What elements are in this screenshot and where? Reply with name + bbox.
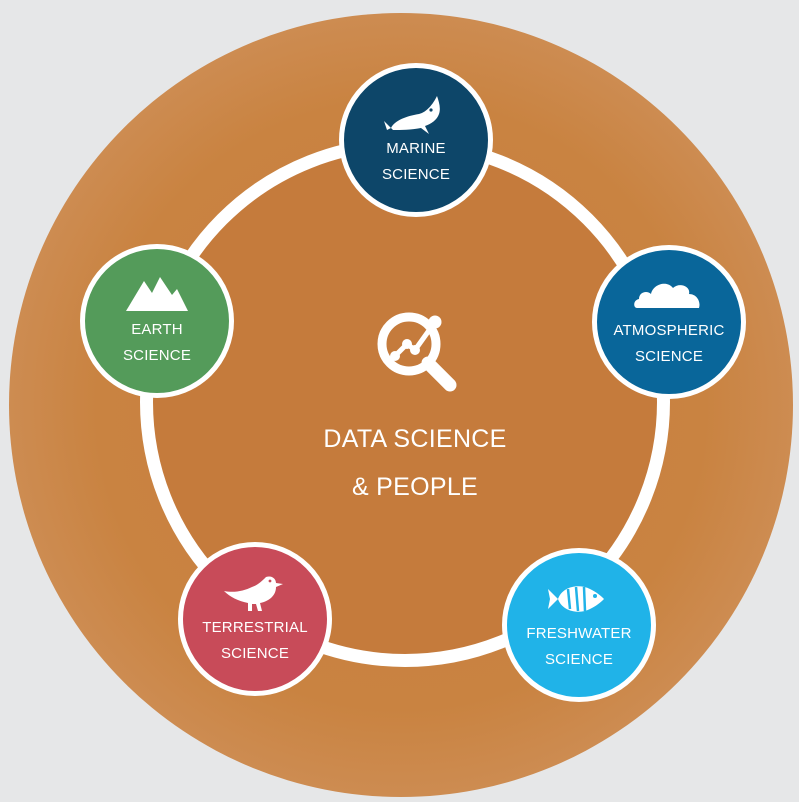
node-freshwater-science: FRESHWATER SCIENCE bbox=[502, 548, 656, 702]
node-marine-label-line2: SCIENCE bbox=[381, 166, 451, 183]
data-analytics-magnifier-icon bbox=[365, 300, 465, 400]
node-earth-science: EARTH SCIENCE bbox=[80, 244, 234, 398]
node-terrestrial-label-line2: SCIENCE bbox=[220, 645, 290, 662]
node-atmospheric-label-line1: ATMOSPHERIC bbox=[613, 322, 725, 339]
bird-icon bbox=[183, 569, 327, 619]
node-earth-label-line1: EARTH bbox=[131, 321, 183, 338]
node-terrestrial-science: TERRESTRIAL SCIENCE bbox=[178, 542, 332, 696]
node-earth-label-line2: SCIENCE bbox=[122, 347, 192, 364]
whale-icon bbox=[344, 90, 488, 140]
node-freshwater-label-line1: FRESHWATER bbox=[526, 625, 632, 642]
node-atmospheric-science: ATMOSPHERIC SCIENCE bbox=[592, 245, 746, 399]
node-freshwater-label-line2: SCIENCE bbox=[544, 651, 614, 668]
node-terrestrial-label-line1: TERRESTRIAL bbox=[202, 619, 308, 636]
node-atmospheric-label-line2: SCIENCE bbox=[634, 348, 704, 365]
cloud-icon bbox=[597, 272, 741, 322]
node-marine-science: MARINE SCIENCE bbox=[339, 63, 493, 217]
center-title-line2: & PEOPLE bbox=[351, 473, 479, 501]
center-title-line1: DATA SCIENCE bbox=[323, 425, 507, 453]
node-marine-label-line1: MARINE bbox=[386, 140, 446, 157]
fish-icon bbox=[507, 575, 651, 625]
mountains-icon bbox=[85, 271, 229, 321]
